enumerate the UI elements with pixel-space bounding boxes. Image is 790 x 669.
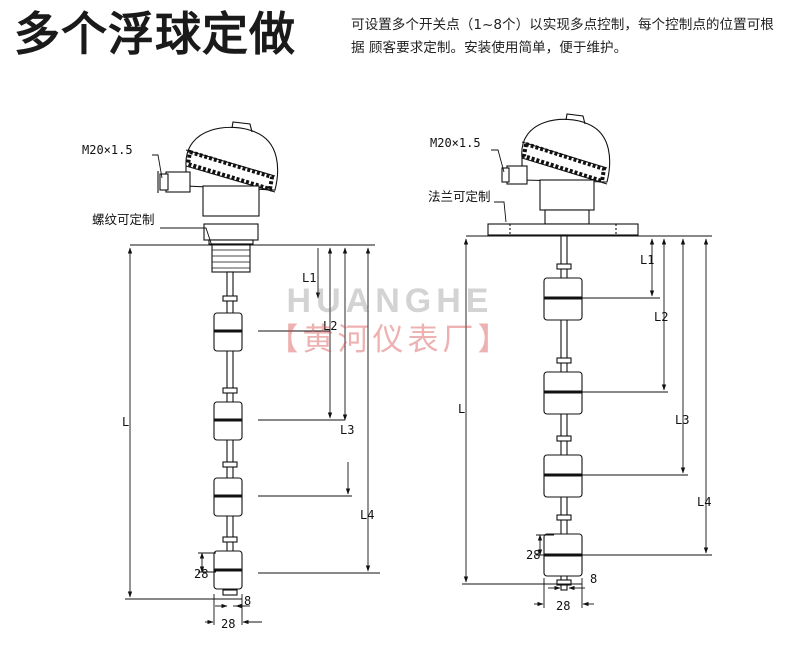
product-description: 可设置多个开关点（1~8个）以实现多点控制，每个控制点的位置可根据 顾客要求定制… <box>351 17 774 56</box>
left-diagram <box>125 121 380 625</box>
right-dim-L4: L4 <box>697 495 711 509</box>
right-junction-head <box>521 113 611 225</box>
left-threaded-fitting <box>203 223 259 273</box>
right-dim-L2: L2 <box>654 310 668 324</box>
left-cable-gland <box>157 171 191 193</box>
right-dimension-lines <box>462 149 712 608</box>
left-dim-8: 8 <box>244 594 251 608</box>
right-dim-28-width: 28 <box>556 599 570 613</box>
left-dim-L4: L4 <box>360 508 374 522</box>
right-dim-L1: L1 <box>640 253 654 267</box>
right-flange <box>487 223 639 236</box>
left-collars <box>222 295 238 596</box>
left-dim-L1: L1 <box>302 271 316 285</box>
header: 多个浮球定做 可设置多个开关点（1~8个）以实现多点控制，每个控制点的位置可根据… <box>0 0 790 70</box>
right-cable-gland <box>501 165 528 185</box>
right-thread-label: M20×1.5 <box>430 136 481 150</box>
right-dim-L: L <box>458 402 465 416</box>
right-float-balls <box>543 277 583 577</box>
left-thread-label: M20×1.5 <box>82 143 133 157</box>
right-collars <box>556 263 572 586</box>
left-dim-L3: L3 <box>340 423 354 437</box>
right-dim-L3: L3 <box>675 413 689 427</box>
right-diagram <box>462 113 712 608</box>
right-fitting-label: 法兰可定制 <box>428 189 491 204</box>
left-float-balls <box>213 312 243 590</box>
left-dim-L: L <box>122 415 129 429</box>
left-dim-28-width: 28 <box>221 617 235 631</box>
left-dim-L2: L2 <box>323 319 337 333</box>
left-fitting-label: 螺纹可定制 <box>92 212 155 227</box>
right-dim-28-height: 28 <box>526 548 540 562</box>
page-title: 多个浮球定做 <box>14 7 296 61</box>
left-junction-head <box>185 121 279 217</box>
left-dim-28-height: 28 <box>194 567 208 581</box>
left-dimension-lines <box>125 154 380 625</box>
right-dim-8: 8 <box>590 572 597 586</box>
